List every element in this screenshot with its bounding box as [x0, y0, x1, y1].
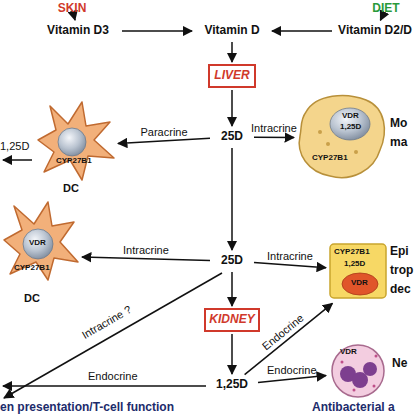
- offpage-arrow: [3, 385, 206, 387]
- arrow-connector: [380, 19, 382, 20]
- organ-box: KIDNEY: [204, 308, 260, 332]
- epithelial-cell: CYP27B1 1,25D VDR Epi trop dec: [328, 240, 416, 302]
- source-label: DIET: [364, 1, 408, 17]
- node-text: Vitamin D: [194, 24, 270, 37]
- macrophage-cell: VDR 1,25D CYP27B1 Mo ma: [296, 92, 416, 184]
- node-text: VDR: [351, 279, 368, 288]
- node-text: 25D: [212, 130, 252, 143]
- arrow-connector: [254, 136, 294, 138]
- node-text: KIDNEY: [206, 313, 258, 326]
- metabolite: Vitamin D: [194, 22, 270, 40]
- arrow-connector: [231, 148, 233, 250]
- dendritic-cell: CYP27B1DC: [30, 96, 116, 196]
- arrow-connector: [82, 257, 210, 260]
- node-text: CYP27B1: [56, 157, 92, 166]
- node-text: 1,25D: [340, 123, 361, 132]
- node-text: Ne: [392, 354, 402, 373]
- arrow-connector: [118, 138, 210, 143]
- node-text: SKIN: [50, 2, 94, 15]
- node-text: DC: [24, 292, 40, 304]
- node-text: 1,25D: [208, 378, 256, 391]
- node-text: 25D: [212, 254, 252, 267]
- source-label: SKIN: [50, 1, 94, 17]
- arrow-connector: [231, 334, 233, 374]
- flow-label: Endocrine: [88, 370, 138, 382]
- edge-label: Paracrine: [141, 126, 188, 138]
- arrow-connector: [74, 19, 76, 20]
- cell-outline: [296, 92, 388, 184]
- node-text: Mo ma: [390, 114, 400, 152]
- neutrophil-cell: VDR Ne: [328, 342, 416, 400]
- node-text: LIVER: [210, 69, 254, 82]
- arrow-connector: [231, 42, 233, 62]
- node-text: DC: [63, 182, 79, 194]
- flow-label: 1,25D: [0, 140, 29, 152]
- arrow-connector: [122, 30, 192, 32]
- node-text: Epi trop dec: [390, 242, 400, 299]
- node-text: VDR: [29, 239, 46, 248]
- node-text: VDR: [342, 112, 359, 121]
- organ-box: LIVER: [208, 64, 256, 88]
- edge-label: Endocrine: [260, 312, 306, 353]
- arrow-connector: [231, 272, 233, 306]
- offpage-arrow: [4, 273, 222, 398]
- node-text: CYP27B1: [334, 248, 370, 257]
- edge-label: Intracrine: [251, 122, 297, 134]
- node-text: Vitamin D2/D: [334, 24, 416, 37]
- metabolite: Vitamin D2/D: [334, 22, 416, 40]
- cell-outline: [30, 96, 116, 196]
- edge-label: Endocrine: [267, 364, 317, 376]
- node-text: CYP27B1: [312, 154, 348, 163]
- arrow-connector: [254, 263, 326, 268]
- cell-outline: [0, 200, 80, 312]
- edge-label: Intracrine: [123, 244, 169, 256]
- function-caption: en presentation/T-cell function: [0, 400, 174, 414]
- arrow-connector: [231, 90, 233, 126]
- function-caption: Antibacterial a: [312, 400, 395, 414]
- node-text: CYP27B1: [14, 264, 50, 273]
- dendritic-cell: VDR CYP27B1DC: [0, 200, 80, 312]
- node-text: 1,25D: [344, 260, 365, 269]
- node-text: VDR: [340, 348, 357, 357]
- node-text: DIET: [364, 2, 408, 15]
- cell-outline: [328, 342, 390, 400]
- edge-label: Intracrine: [267, 250, 313, 262]
- offpage-arrow: [3, 159, 32, 161]
- metabolite: 25D: [212, 252, 252, 270]
- node-text: Vitamin D3: [36, 24, 120, 37]
- arrow-connector: [258, 376, 326, 383]
- metabolite: 25D: [212, 128, 252, 146]
- flow-label: Intracrine ?: [79, 303, 133, 341]
- metabolite: 1,25D: [208, 376, 256, 394]
- arrow-connector: [272, 30, 332, 32]
- metabolite: Vitamin D3: [36, 22, 120, 40]
